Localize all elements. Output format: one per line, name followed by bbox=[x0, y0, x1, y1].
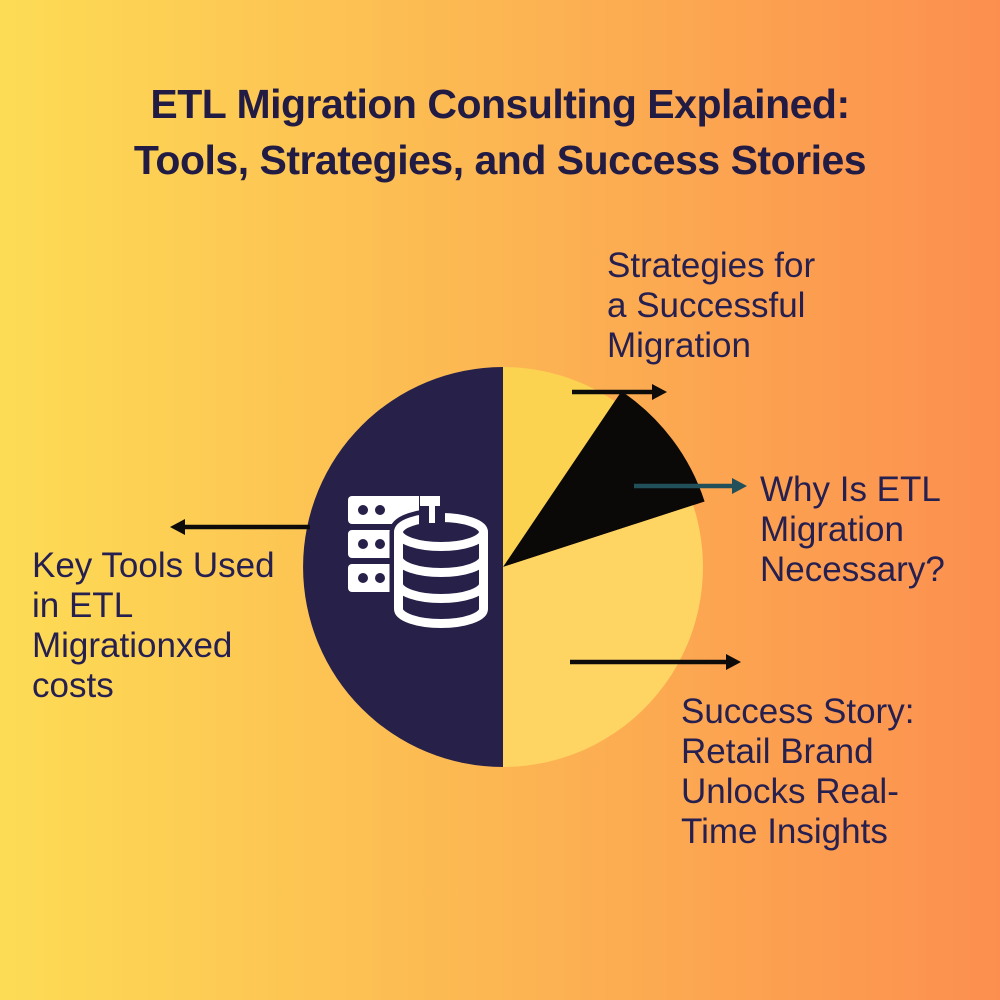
callout-strategies: Strategies for a Successful Migration bbox=[607, 246, 816, 365]
database-cylinder-icon bbox=[389, 491, 493, 633]
title-line-2: Tools, Strategies, and Success Stories bbox=[133, 137, 867, 183]
pie-segment-strategies bbox=[503, 367, 615, 567]
success-story-arrow bbox=[570, 654, 741, 670]
pie-segment-success-story bbox=[503, 505, 703, 767]
key-tools-arrow bbox=[170, 519, 310, 535]
strategies-arrow bbox=[572, 384, 667, 400]
callout-success-story: Success Story: Retail Brand Unlocks Real… bbox=[681, 692, 915, 851]
database-server-icon bbox=[348, 491, 493, 633]
pie-segment-why-etl-migration bbox=[503, 391, 705, 567]
callout-why-etl-migration: Why Is ETL Migration Necessary? bbox=[760, 470, 945, 589]
why-etl-arrow bbox=[634, 478, 747, 494]
callout-key-tools: Key Tools Used in ETL Migrationxed costs bbox=[32, 546, 275, 705]
arrows bbox=[170, 384, 747, 670]
title-line-1: ETL Migration Consulting Explained: bbox=[150, 81, 850, 127]
page-title: ETL Migration Consulting Explained: Tool… bbox=[0, 76, 1000, 188]
